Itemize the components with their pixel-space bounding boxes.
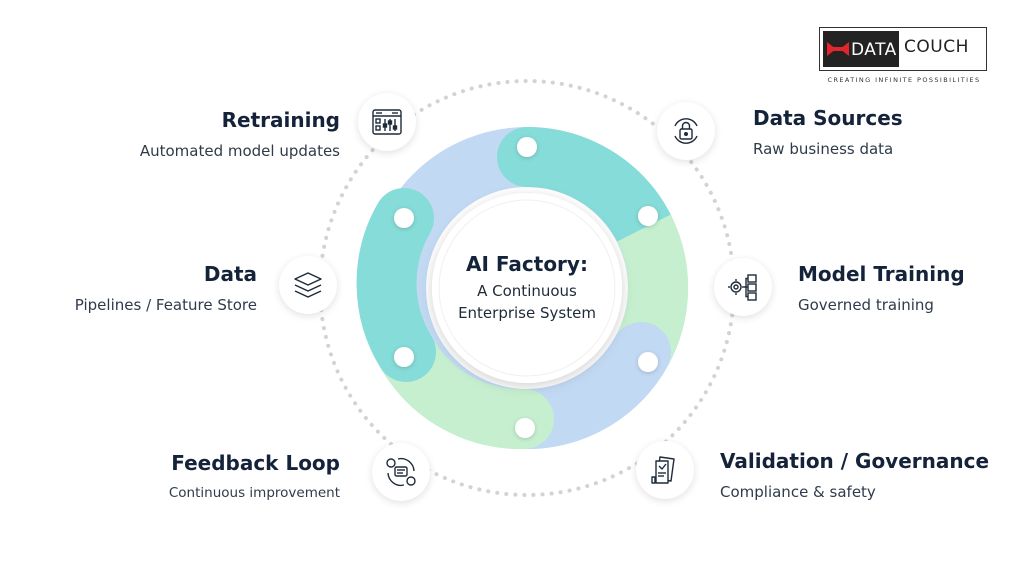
ring-marker [394,208,414,228]
stage-data-sources: Data Sources Raw business data [753,106,993,158]
logo-x-mark-icon [827,42,849,56]
logo-dark-block: DATA [823,31,899,67]
logo-tagline: CREATING INFINITE POSSIBILITIES [827,76,981,84]
stage-title: Model Training [798,262,965,286]
feedback-cycle-icon [372,443,430,501]
process-ring [356,126,689,450]
ring-marker [517,137,537,157]
gear-documents-icon [714,258,772,316]
logo-word-data: DATA [851,40,897,60]
logo-word-couch: COUCH [904,37,969,57]
ring-marker [638,206,658,226]
stage-data: Data Pipelines / Feature Store [20,262,257,314]
ring-marker [638,352,658,372]
secure-data-icon [657,102,715,160]
stage-title: Validation / Governance [720,449,990,473]
stage-title: Data [203,262,257,286]
center-subtitle-line2: Enterprise System [458,304,596,322]
stage-subtitle: Governed training [798,296,934,314]
stage-retraining: Retraining Automated model updates [80,108,340,160]
stage-subtitle: Raw business data [753,140,894,158]
ring-segment-teal-left [356,188,436,382]
datacouch-logo: DATA COUCH [819,27,987,71]
stage-title: Feedback Loop [171,451,340,475]
control-panel-icon [358,93,416,151]
stage-subtitle: Pipelines / Feature Store [74,296,257,314]
center-subtitle-line1: A Continuous [477,282,577,300]
stage-title: Data Sources [753,106,903,130]
center-title: AI Factory: [466,252,588,276]
ring-markers [394,137,658,438]
stage-subtitle: Continuous improvement [168,485,340,501]
stage-validation-governance: Validation / Governance Compliance & saf… [720,449,1010,501]
layers-icon [279,256,337,314]
approval-documents-icon [636,441,694,499]
stage-feedback-loop: Feedback Loop Continuous improvement [90,451,340,501]
stage-title: Retraining [221,108,340,132]
ring-segment-teal-top [497,126,674,258]
ring-marker [515,418,535,438]
stage-subtitle: Compliance & safety [720,483,876,501]
stage-model-training: Model Training Governed training [798,262,1018,314]
stage-subtitle: Automated model updates [139,142,340,160]
center-label: AI Factory: A Continuous Enterprise Syst… [437,252,617,322]
ring-marker [394,347,414,367]
